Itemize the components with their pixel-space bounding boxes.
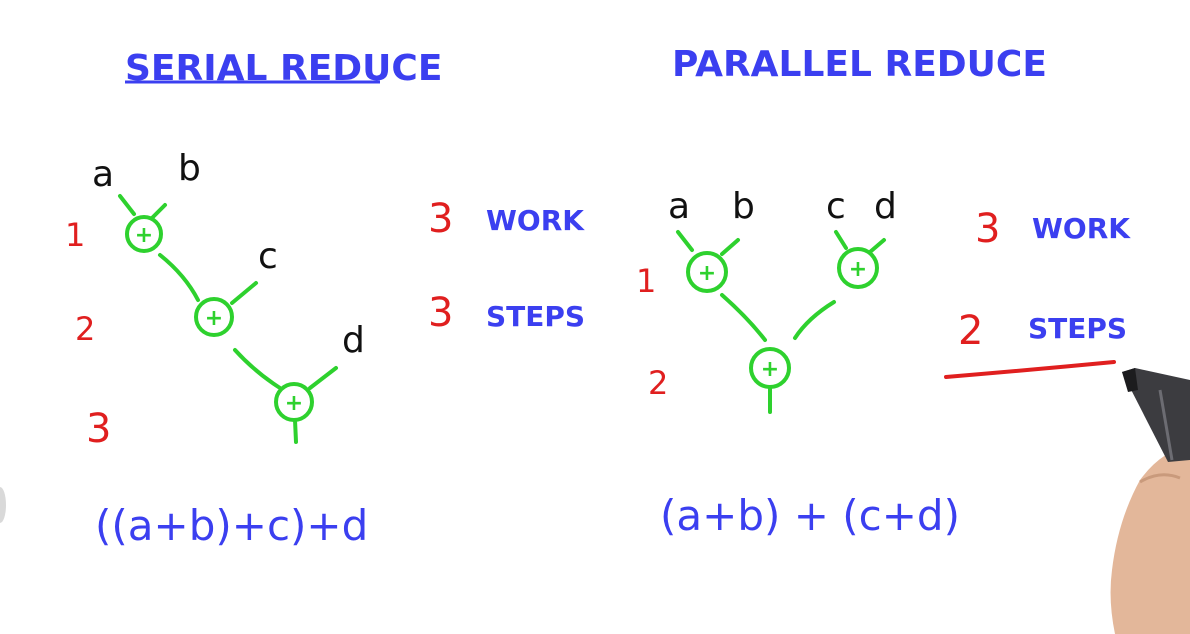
hand — [1110, 446, 1190, 634]
parallel-edge-right-root — [793, 300, 836, 340]
parallel-step-1: 1 — [636, 262, 656, 300]
parallel-node-right: + — [837, 247, 879, 289]
pen-highlight — [1158, 389, 1174, 461]
parallel-title: PARALLEL REDUCE — [672, 44, 1047, 85]
serial-step-3: 3 — [86, 406, 111, 452]
serial-tree-edges — [118, 194, 338, 444]
pen-body — [1122, 368, 1190, 462]
serial-edge-a — [118, 194, 136, 216]
serial-var-d: d — [342, 320, 365, 361]
serial-node-3: + — [274, 382, 314, 422]
serial-var-b: b — [178, 148, 201, 189]
serial-node-1: + — [125, 215, 163, 253]
serial-steps-count: 3 — [428, 290, 453, 336]
serial-step-2: 2 — [75, 310, 95, 348]
serial-work-count: 3 — [428, 196, 453, 242]
parallel-node-left-symbol: + — [698, 261, 716, 286]
parallel-work-label: WORK — [1032, 212, 1131, 245]
hand-crease — [1139, 473, 1181, 484]
parallel-edge-d — [868, 238, 886, 254]
parallel-var-a: a — [668, 186, 690, 227]
serial-edge-n2-n3 — [233, 348, 282, 390]
parallel-node-left: + — [686, 251, 728, 293]
parallel-var-b: b — [732, 186, 755, 227]
parallel-edge-b — [720, 238, 740, 256]
serial-edge-d — [308, 366, 338, 390]
serial-edge-c — [230, 281, 258, 305]
serial-var-a: a — [92, 154, 114, 195]
parallel-node-root-symbol: + — [761, 357, 779, 382]
serial-node-2-symbol: + — [205, 306, 223, 331]
parallel-edge-left-root — [720, 293, 767, 342]
parallel-edge-c — [834, 230, 848, 250]
parallel-node-root: + — [749, 347, 791, 389]
serial-edge-root — [293, 418, 298, 444]
parallel-var-d: d — [874, 186, 897, 227]
serial-expression: ((a+b)+c)+d — [95, 501, 368, 550]
serial-work-label: WORK — [486, 204, 585, 237]
parallel-node-right-symbol: + — [849, 257, 867, 282]
serial-step-1: 1 — [65, 216, 85, 254]
serial-steps-label: STEPS — [486, 300, 585, 333]
parallel-steps-label: STEPS — [1028, 312, 1127, 345]
parallel-steps-count: 2 — [958, 308, 983, 354]
serial-node-2: + — [194, 297, 234, 337]
left-edge-object — [0, 487, 6, 523]
serial-edge-b — [150, 203, 167, 220]
parallel-expression: (a+b) + (c+d) — [660, 491, 960, 540]
serial-edge-n1-n2 — [158, 253, 200, 302]
serial-var-c: c — [258, 236, 278, 277]
serial-node-3-symbol: + — [285, 391, 303, 416]
parallel-var-c: c — [826, 186, 846, 227]
steps-underline — [944, 360, 1116, 379]
serial-node-1-symbol: + — [135, 223, 153, 248]
pen-tip — [1122, 368, 1138, 392]
parallel-tree-edges — [676, 230, 886, 414]
parallel-work-count: 3 — [975, 206, 1000, 252]
pen-in-hand — [1110, 368, 1190, 634]
parallel-step-2: 2 — [648, 364, 668, 402]
parallel-edge-a — [676, 230, 694, 252]
